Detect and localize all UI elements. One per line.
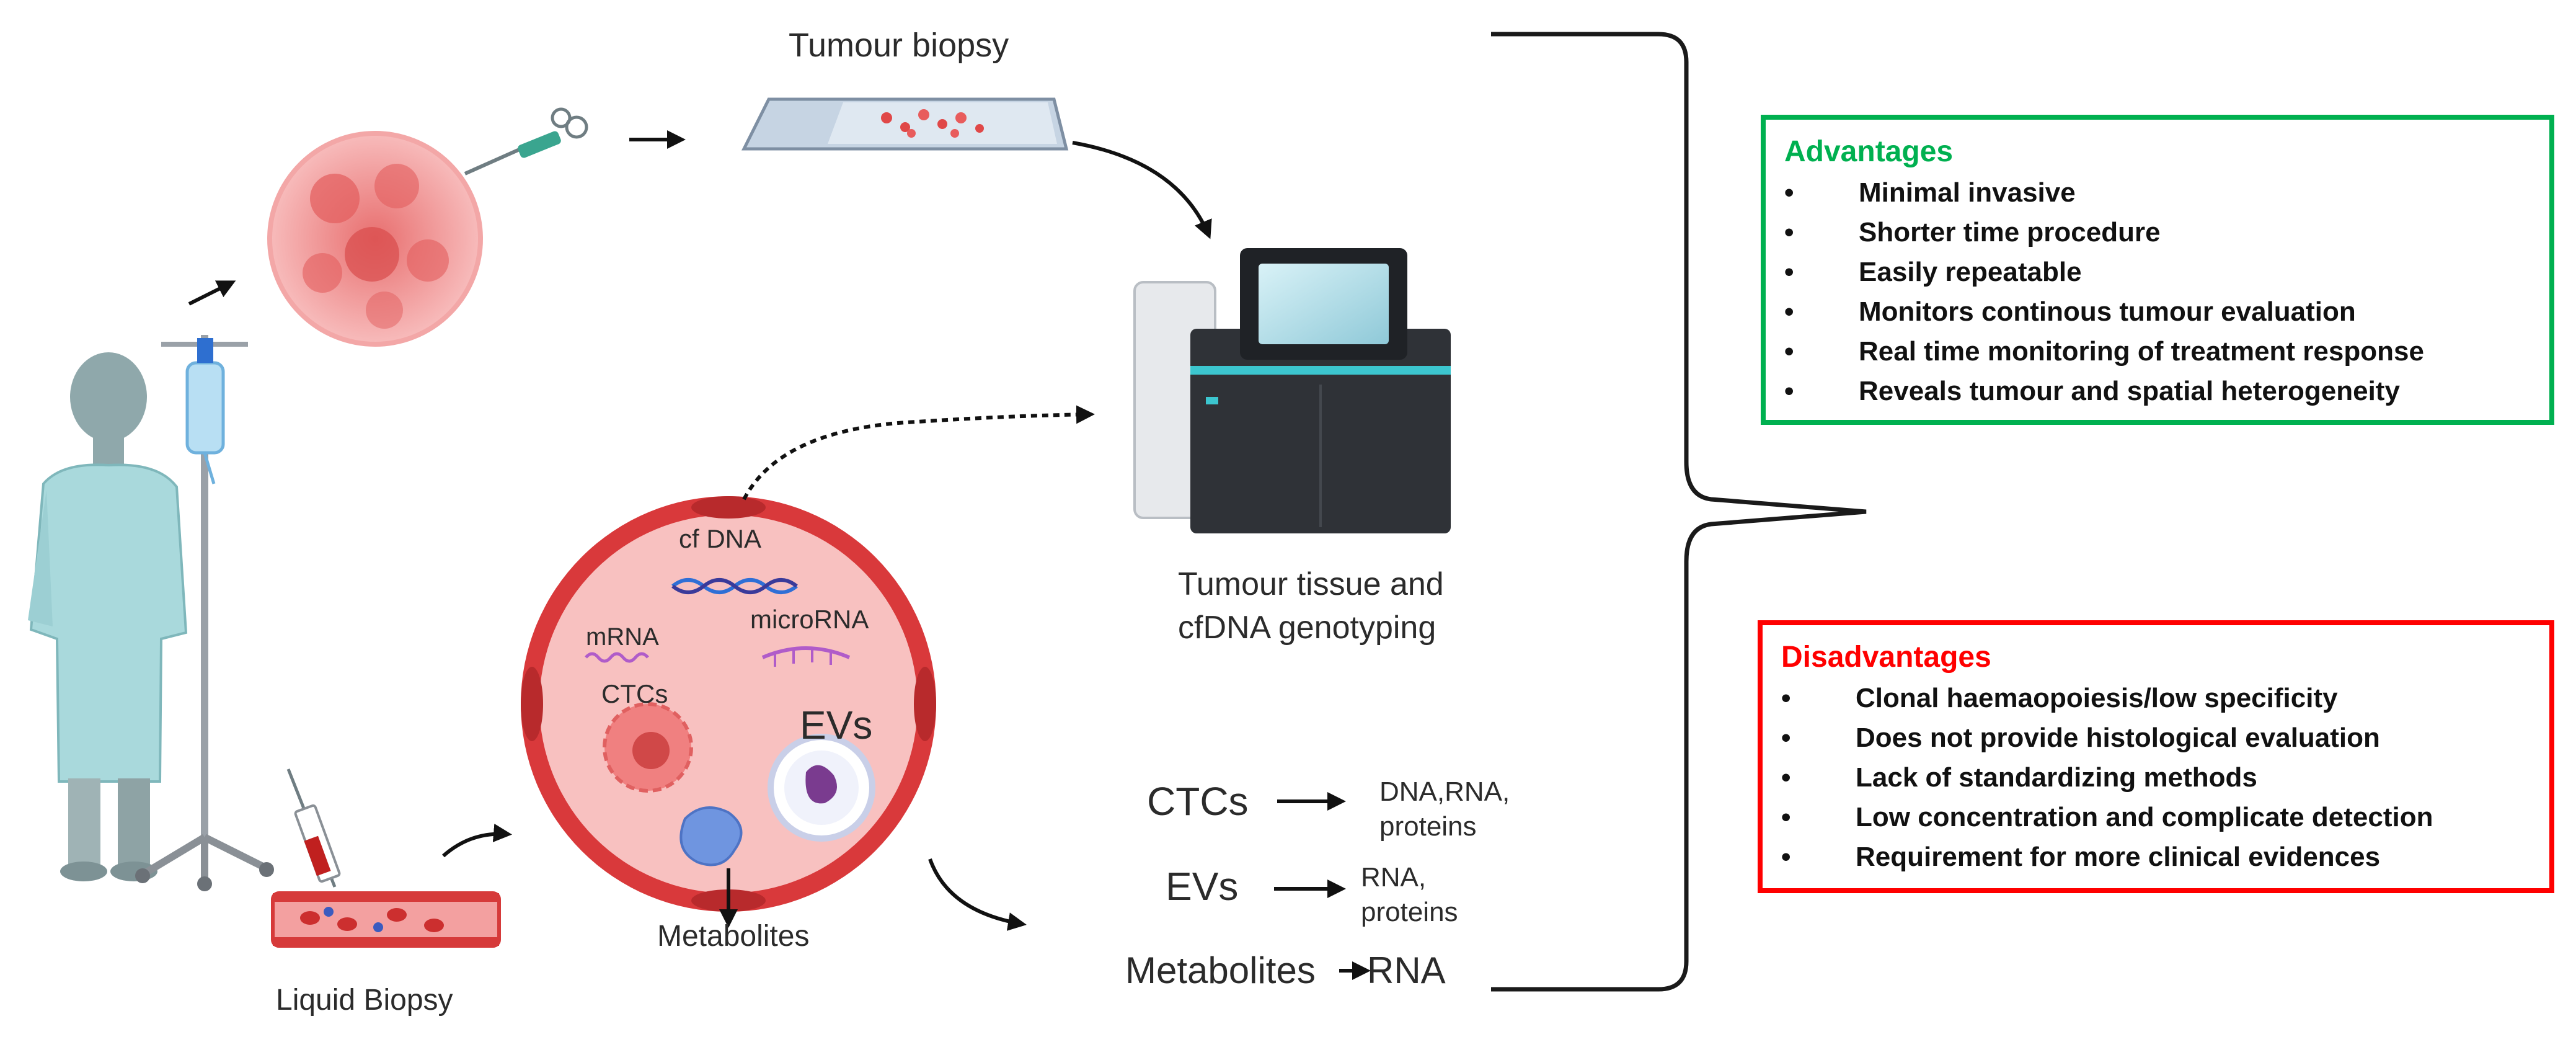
advantages-item-text: Shorter time procedure — [1859, 217, 2161, 247]
disadvantages-item-text: Does not provide histological evaluation — [1856, 723, 2380, 753]
genotyping-label-line1: Tumour tissue and — [1178, 566, 1444, 602]
patient-illustration — [28, 352, 188, 881]
metabolites-label: Metabolites — [657, 920, 810, 953]
bullet-icon: • — [1784, 177, 1794, 208]
microrna-label: microRNA — [750, 605, 869, 634]
disadvantages-box: Disadvantages • Clonal haemaopoiesis/low … — [1758, 620, 2554, 893]
bullet-icon: • — [1781, 723, 1791, 753]
disadvantages-item: • Requirement for more clinical evidences — [1781, 837, 2531, 877]
advantages-item-text: Minimal invasive — [1859, 177, 2076, 208]
advantages-item: • Shorter time procedure — [1784, 213, 2531, 252]
advantages-item-text: Reveals tumour and spatial heterogeneity — [1859, 376, 2400, 406]
bullet-icon: • — [1781, 762, 1791, 793]
flow-target-ctcs-line1: DNA,RNA, — [1379, 777, 1510, 807]
microrna-icon — [761, 646, 851, 667]
flow-target-ctcs-line2: proteins — [1379, 811, 1477, 842]
tumour-biopsy-label: Tumour biopsy — [789, 27, 1009, 64]
ctc-cell-icon — [603, 702, 693, 793]
disadvantages-item-text: Low concentration and complicate detecti… — [1856, 802, 2433, 832]
advantages-title: Advantages — [1784, 135, 1954, 168]
flow-arrows — [188, 130, 1371, 980]
flow-source-ctcs: CTCs — [1147, 779, 1249, 824]
tumour-illustration — [267, 131, 483, 347]
disadvantages-title: Disadvantages — [1781, 641, 1991, 674]
bullet-icon: • — [1784, 336, 1794, 367]
advantages-item: • Reveals tumour and spatial heterogeneit… — [1784, 372, 2531, 411]
disadvantages-list: • Clonal haemaopoiesis/low specificity • D… — [1781, 679, 2531, 877]
bullet-icon: • — [1784, 376, 1794, 406]
advantages-item: • Easily repeatable — [1784, 252, 2531, 292]
disadvantages-item-text: Clonal haemaopoiesis/low specificity — [1856, 683, 2338, 713]
dna-helix-icon — [671, 578, 798, 594]
iv-stand-illustration — [135, 335, 274, 891]
disadvantages-item: • Clonal haemaopoiesis/low specificity — [1781, 679, 2531, 718]
flow-target-evs-line1: RNA, — [1361, 862, 1427, 893]
disadvantages-item: • Low concentration and complicate detect… — [1781, 798, 2531, 837]
advantages-list: • Minimal invasive • Shorter time procedur… — [1784, 173, 2531, 411]
microscope-slide-illustration — [741, 97, 1069, 151]
advantages-item-text: Easily repeatable — [1859, 257, 2082, 287]
blood-sample-illustration — [271, 768, 501, 948]
metabolite-protein-icon — [679, 806, 743, 866]
summary-bracket — [1491, 32, 1867, 992]
bullet-icon: • — [1784, 296, 1794, 327]
flow-target-evs-line2: proteins — [1361, 897, 1458, 927]
flow-target-metabolites: RNA — [1367, 950, 1446, 991]
liquid-biopsy-label: Liquid Biopsy — [276, 984, 453, 1017]
disadvantages-item: • Lack of standardizing methods — [1781, 758, 2531, 798]
mrna-label: mRNA — [586, 623, 659, 651]
advantages-box: Advantages • Minimal invasive • Shorter ti… — [1761, 115, 2554, 425]
advantages-item-text: Monitors continous tumour evaluation — [1859, 296, 2356, 327]
bullet-icon: • — [1781, 683, 1791, 713]
cf-dna-label: cf DNA — [679, 524, 762, 553]
evs-vessel-label: EVs — [800, 703, 873, 747]
ctcs-vessel-label: CTCs — [601, 679, 668, 708]
biopsy-syringe-illustration — [464, 107, 588, 176]
disadvantages-item: • Does not provide histological evaluatio… — [1781, 718, 2531, 758]
flow-source-evs: EVs — [1166, 864, 1239, 909]
extracellular-vesicle-icon — [768, 734, 875, 842]
advantages-item: • Real time monitoring of treatment respo… — [1784, 332, 2531, 372]
disadvantages-item-text: Lack of standardizing methods — [1856, 762, 2257, 793]
advantages-item: • Minimal invasive — [1784, 173, 2531, 213]
advantages-item-text: Real time monitoring of treatment respon… — [1859, 336, 2424, 367]
sequencer-illustration — [1133, 248, 1451, 533]
flow-source-metabolites: Metabolites — [1125, 950, 1316, 991]
genotyping-label-line2: cfDNA genotyping — [1178, 610, 1436, 646]
mrna-strand-icon — [585, 652, 649, 663]
bullet-icon: • — [1784, 217, 1794, 247]
bullet-icon: • — [1784, 257, 1794, 287]
disadvantages-item-text: Requirement for more clinical evidences — [1856, 842, 2381, 872]
bullet-icon: • — [1781, 802, 1791, 832]
advantages-item: • Monitors continous tumour evaluation — [1784, 292, 2531, 332]
bullet-icon: • — [1781, 842, 1791, 872]
